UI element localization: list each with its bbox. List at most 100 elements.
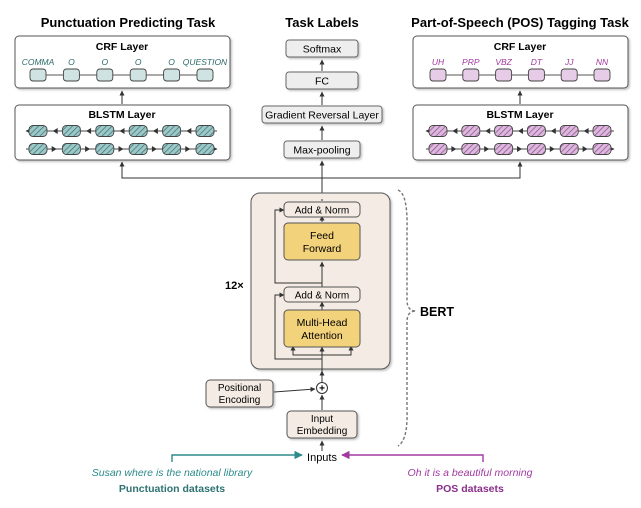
pos-dataset-label: POS datasets	[436, 483, 504, 495]
blstm-cell	[95, 125, 115, 137]
blstm-arrowhead	[549, 146, 555, 152]
blstm-arrowhead	[582, 146, 588, 152]
blstm-cell	[592, 143, 612, 155]
crf-node	[62, 68, 80, 82]
maxpool-box	[283, 140, 361, 159]
bert-repeat-label: 12×	[225, 280, 244, 292]
crf-tag-label: UH	[432, 57, 445, 67]
add-norm-top-box	[283, 201, 361, 218]
blstm-arrowhead	[52, 128, 58, 134]
blstm-arrowhead	[185, 146, 191, 152]
punct-blstm-label: BLSTM Layer	[88, 109, 155, 121]
blstm-cell	[494, 143, 514, 155]
input-embedding-box	[286, 410, 358, 439]
blstm-cell	[195, 143, 215, 155]
blstm-arrowhead	[118, 146, 124, 152]
blstm-arrowhead	[452, 128, 458, 134]
blstm-cell	[28, 143, 48, 155]
pos-crf-label: CRF Layer	[494, 41, 547, 53]
blstm-cell	[128, 143, 148, 155]
sum-node	[316, 382, 328, 394]
pos-blstm-cells	[425, 125, 615, 155]
crf-tag-label: O	[68, 57, 75, 67]
blstm-arrowhead	[485, 128, 491, 134]
crf-tag-label: PRP	[462, 57, 480, 67]
input-embedding-line2: Embedding	[297, 426, 348, 437]
positional-encoding-line1: Positional	[218, 383, 261, 394]
blstm-cell	[526, 143, 546, 155]
punct-crf-label: CRF Layer	[96, 41, 149, 53]
positional-encoding-line2: Encoding	[219, 395, 261, 406]
crf-tag-label: VBZ	[495, 57, 512, 67]
blstm-cell	[128, 125, 148, 137]
punct-sentence: Susan where is the national library	[92, 467, 253, 479]
blstm-cell	[28, 125, 48, 137]
blstm-arrowhead	[119, 128, 125, 134]
pos-blstm-label: BLSTM Layer	[486, 109, 553, 121]
punct-task-title: Punctuation Predicting Task	[41, 15, 216, 30]
pos-tag-labels: UH PRP VBZ DT JJ NN	[432, 57, 609, 67]
blstm-cell	[428, 125, 448, 137]
crf-tag-label: NN	[596, 57, 609, 67]
posenc-to-sum-arrow	[273, 386, 316, 393]
blstm-arrowhead	[517, 146, 522, 152]
crf-tag-label: JJ	[564, 57, 574, 67]
blstm-cell	[195, 125, 215, 137]
crf-node	[29, 68, 47, 82]
blstm-arrowhead	[186, 128, 192, 134]
mha-line1: Multi-Head	[297, 317, 348, 329]
positional-encoding-box	[205, 379, 274, 408]
punct-blstm-cells	[25, 125, 218, 155]
crf-node	[96, 68, 114, 82]
fc-box	[285, 71, 359, 90]
blstm-cell	[428, 143, 448, 155]
crf-node	[196, 68, 214, 82]
crf-node	[163, 68, 181, 82]
punct-dataset-connector	[171, 450, 303, 462]
blstm-cell	[162, 143, 182, 155]
blstm-cell	[162, 125, 182, 137]
blstm-arrowhead	[583, 128, 589, 134]
crf-node	[129, 68, 147, 82]
blstm-arrowhead	[518, 128, 523, 134]
crf-tag-label: COMMA	[22, 57, 55, 67]
punct-dataset-label: Punctuation datasets	[119, 483, 225, 495]
bert-to-heads-connector	[119, 160, 523, 196]
pos-dataset-connector	[341, 450, 484, 462]
blstm-cell	[61, 125, 81, 137]
grl-box	[261, 105, 383, 124]
task-labels-title: Task Labels	[285, 15, 358, 30]
pos-sentence: Oh it is a beautiful morning	[408, 467, 533, 479]
maxpool-label: Max-pooling	[293, 145, 350, 157]
add-norm-top-label: Add & Norm	[295, 206, 349, 217]
mha-line2: Attention	[301, 330, 343, 342]
feed-forward-line2: Forward	[303, 243, 342, 255]
add-norm-bottom-box	[283, 286, 361, 303]
crf-node	[495, 68, 513, 82]
multi-head-attention-box	[283, 309, 361, 348]
grl-label: Gradient Reversal Layer	[265, 110, 379, 122]
crf-tag-label: DT	[531, 57, 543, 67]
blstm-cell	[526, 125, 546, 137]
punct-crf-nodes	[29, 68, 214, 82]
blstm-arrowhead	[151, 146, 157, 152]
sum-node-plus: +	[319, 384, 325, 395]
blstm-cell	[461, 125, 481, 137]
blstm-cell	[461, 143, 481, 155]
crf-node	[593, 68, 611, 82]
crf-tag-label: O	[101, 57, 108, 67]
blstm-arrowhead	[85, 146, 91, 152]
crf-node	[462, 68, 480, 82]
blstm-arrowhead	[484, 146, 490, 152]
inputs-label: Inputs	[307, 452, 337, 464]
bert-label: BERT	[420, 305, 454, 319]
crf-tag-label: O	[168, 57, 175, 67]
blstm-arrowhead	[550, 128, 556, 134]
blstm-cell	[559, 143, 579, 155]
blstm-arrowhead	[86, 128, 92, 134]
input-embedding-line1: Input	[311, 414, 333, 425]
bert-residual-paths	[274, 199, 354, 373]
feed-forward-box	[283, 222, 361, 261]
